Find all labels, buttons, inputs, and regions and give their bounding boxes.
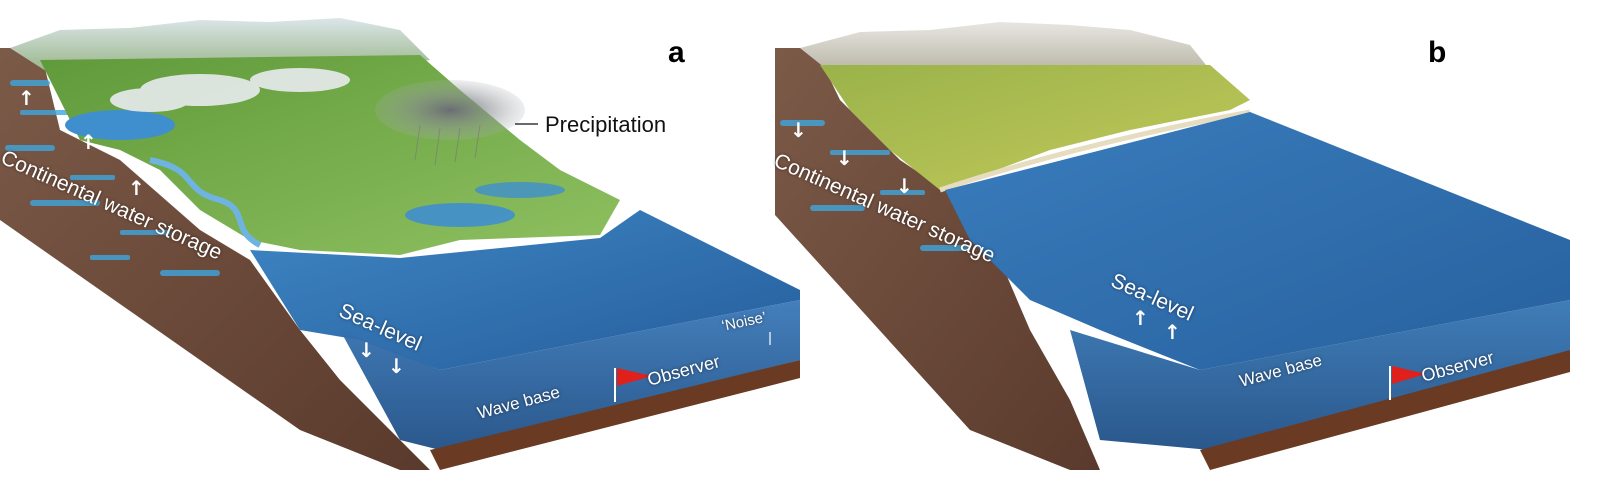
sea-surface <box>250 210 800 370</box>
sea-surface <box>945 112 1570 370</box>
seabed <box>430 360 800 470</box>
wetland <box>405 203 515 227</box>
continental-arrow-down-icon: ↓ <box>790 118 807 142</box>
groundwater-streaks <box>780 120 970 251</box>
wetland <box>475 182 565 198</box>
rain <box>414 124 481 166</box>
continental-arrow-down-icon: ↓ <box>896 174 913 198</box>
sea-level-arrow-up-icon: ↑ <box>1132 306 1149 330</box>
river <box>149 157 262 248</box>
continental-arrow-down-icon: ↓ <box>836 146 853 170</box>
seabed <box>1200 350 1570 470</box>
block-diagram-b <box>775 22 1570 470</box>
sea-level-arrow-up-icon: ↑ <box>1164 320 1181 344</box>
storm-cloud <box>375 80 525 140</box>
panel-letter: a <box>668 36 685 69</box>
water-column <box>1070 300 1570 450</box>
lake <box>65 110 175 140</box>
observer-flag <box>617 368 652 386</box>
mountain-range <box>800 22 1210 72</box>
land-surface <box>820 65 1250 190</box>
continental-arrow-up-icon: ↑ <box>80 130 97 154</box>
groundwater-streaks <box>5 80 220 276</box>
sea-level-arrow-down-icon: ↓ <box>388 354 405 378</box>
continental-arrow-up-icon: ↑ <box>18 86 35 110</box>
water-column <box>340 300 800 450</box>
panel-letter: b <box>1428 36 1447 69</box>
rock-face-left <box>0 48 430 470</box>
clouds <box>110 68 350 112</box>
observer-flag <box>1392 366 1426 384</box>
sea-level-arrow-down-icon: ↓ <box>358 338 375 362</box>
continental-arrow-up-icon: ↑ <box>128 176 145 200</box>
panel-a: a Precipitation Continental water storag… <box>0 18 800 470</box>
panel-b: b Continental water storage Sea-level Wa… <box>770 0 1580 488</box>
precipitation-label: Precipitation <box>545 112 667 137</box>
shoreline <box>939 109 1251 193</box>
block-diagram-a <box>0 18 800 470</box>
